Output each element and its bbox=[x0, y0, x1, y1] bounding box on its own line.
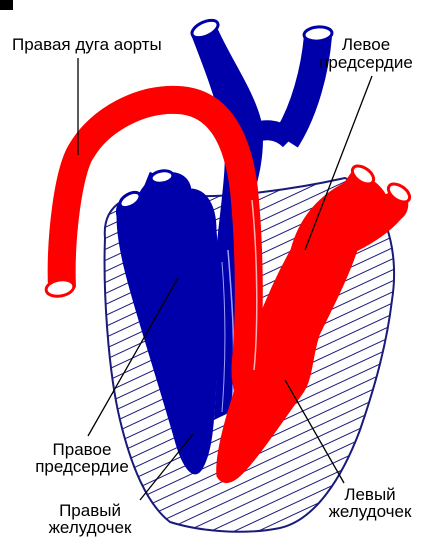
label-right-atrium-line2: предсердие bbox=[35, 457, 129, 476]
label-left-atrium-line2: предсердие bbox=[319, 53, 413, 72]
vena-cava-branch bbox=[286, 36, 318, 140]
cropped-heading-fragment bbox=[0, 0, 13, 10]
label-right-aortic-arch: Правая дуга аорты bbox=[12, 35, 162, 54]
label-right-ventricle-line2: желудочек bbox=[49, 518, 132, 537]
label-left-atrium-line1: Левое bbox=[342, 35, 390, 54]
vein-opening-top-right bbox=[303, 26, 332, 42]
vena-cava-junction bbox=[250, 130, 290, 140]
label-left-ventricle-line2: желудочек bbox=[329, 502, 412, 521]
